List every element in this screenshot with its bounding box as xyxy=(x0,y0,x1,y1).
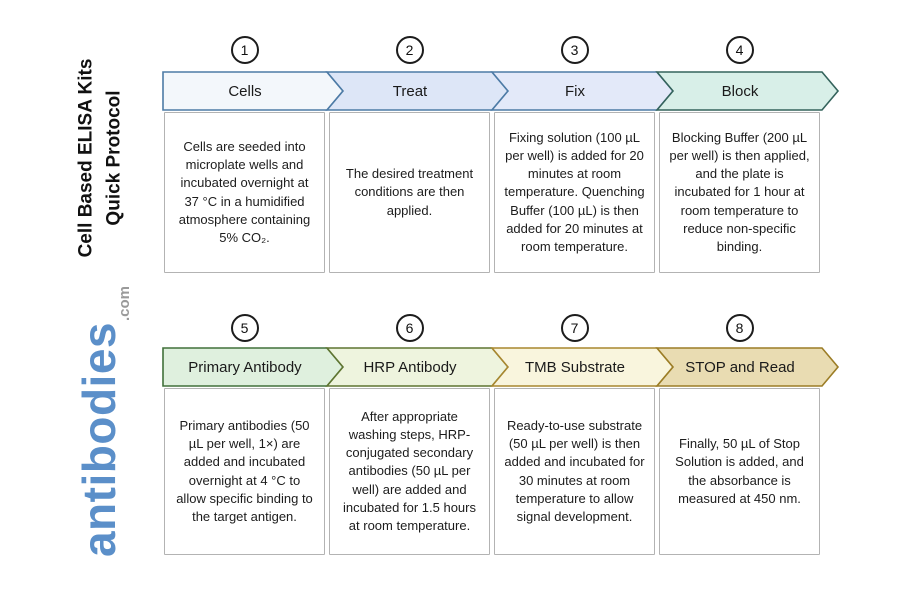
step-description-primary-antibody: Primary antibodies (50 µL per well, 1×) … xyxy=(164,388,325,555)
arrow-banner-row-1: Cells Treat Fix Block xyxy=(162,71,840,111)
step-number-badge-2: 2 xyxy=(395,36,424,64)
step-numbers-row-1: 1 2 3 4 xyxy=(162,36,822,64)
arrow-segment-stop-and-read xyxy=(655,347,840,387)
step-numbers-row-2: 5 6 7 8 xyxy=(162,314,822,342)
step-description-block: Blocking Buffer (200 µL per well) is the… xyxy=(659,112,820,273)
step-number-badge-4: 4 xyxy=(725,36,754,64)
page-title: Cell Based ELISA Kits Quick Protocol xyxy=(72,59,127,258)
arrow-segment-block xyxy=(655,71,840,111)
step-label-tmb-substrate: TMB Substrate xyxy=(525,359,625,376)
step-description-tmb-substrate: Ready-to-use substrate (50 µL per well) … xyxy=(494,388,655,555)
step-label-stop-and-read: STOP and Read xyxy=(685,359,795,376)
step-number-badge-7: 7 xyxy=(560,314,589,342)
page-title-line2: Quick Protocol xyxy=(103,90,124,226)
step-number-badge-5: 5 xyxy=(230,314,259,342)
step-description-stop-and-read: Finally, 50 µL of Stop Solution is added… xyxy=(659,388,820,555)
brand-logo: antibodies.com xyxy=(72,286,133,558)
descriptions-row-2: Primary antibodies (50 µL per well, 1×) … xyxy=(162,388,822,555)
step-label-fix: Fix xyxy=(565,83,585,100)
brand-logo-text: antibodies xyxy=(73,321,125,558)
step-description-hrp-antibody: After appropriate washing steps, HRP-con… xyxy=(329,388,490,555)
step-label-hrp-antibody: HRP Antibody xyxy=(363,359,457,376)
step-number-badge-8: 8 xyxy=(725,314,754,342)
step-description-treat: The desired treatment conditions are the… xyxy=(329,112,490,273)
step-description-fix: Fixing solution (100 µL per well) is add… xyxy=(494,112,655,273)
step-description-cells: Cells are seeded into microplate wells a… xyxy=(164,112,325,273)
step-label-block: Block xyxy=(722,83,759,100)
step-label-cells: Cells xyxy=(228,83,261,100)
step-number-badge-1: 1 xyxy=(230,36,259,64)
arrow-banner-row-2: Primary Antibody HRP Antibody TMB Substr… xyxy=(162,347,840,387)
step-number-badge-6: 6 xyxy=(395,314,424,342)
step-label-treat: Treat xyxy=(393,83,428,100)
step-label-primary-antibody: Primary Antibody xyxy=(188,359,302,376)
descriptions-row-1: Cells are seeded into microplate wells a… xyxy=(162,112,822,273)
page-title-line1: Cell Based ELISA Kits xyxy=(75,58,97,258)
brand-logo-tld: .com xyxy=(116,285,133,321)
step-number-badge-3: 3 xyxy=(560,36,589,64)
